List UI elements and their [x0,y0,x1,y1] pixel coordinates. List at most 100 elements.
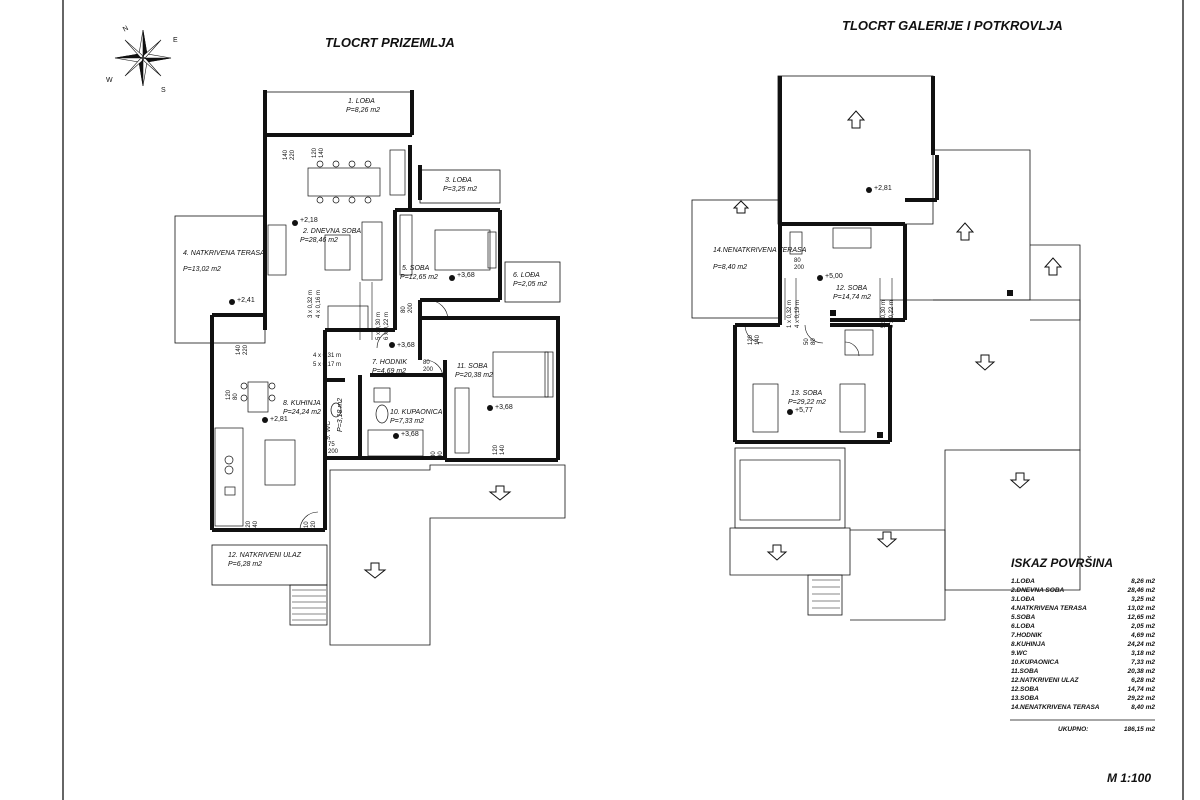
level-marker-icon [389,342,395,348]
room-area: P=29,22 m2 [788,399,826,406]
ground-floor-stair-notes: 3 x 0,32 m 4 x 0,16 m 5 x 0,30 m 6 x 0,2… [308,290,390,368]
room-label: 4. NATKRIVENA TERASA [183,250,265,257]
upper-floor-plan [691,75,1081,621]
legend-item-area: 8,40 m2 [1131,704,1155,711]
dimension-note: 140 [253,520,259,531]
ground-floor-plan [174,90,566,646]
room-area: P=20,38 m2 [455,372,493,379]
level-marker-icon [393,433,399,439]
level-marker-icon [292,220,298,226]
dimension-note: 200 [423,367,434,373]
legend-item-name: 12.NATKRIVENI ULAZ [1011,677,1079,684]
level-marker-icon [449,275,455,281]
upper-floor-walls [733,76,939,444]
ground-floor-dimensions: 140 220 120 140 140 220 80 200 80 200 75… [226,147,506,531]
dimension-note: 80 [233,393,239,400]
room-area: P=7,33 m2 [390,418,424,425]
dimension-note: 120 [226,389,232,400]
compass-rose-icon: N E S W [106,25,178,94]
room-area: P=24,24 m2 [283,409,321,416]
dimension-note: 80 [423,360,430,366]
ground-floor-room-labels: 1. LOĐA P=8,26 m2 2. DNEVNA SOBA P=28,46… [183,98,547,568]
ground-floor-furniture [214,149,554,527]
upper-floor-stair-notes: 1 x 0,32 m 4 x 0,19 m 5 x 0,30 m 6 x 0,2… [787,300,895,328]
upper-floor-stairs [784,278,893,609]
room-label: 12. NATKRIVENI ULAZ [228,552,302,559]
upper-floor-outline [691,75,1081,621]
legend-item-name: 13.SOBA [1011,695,1039,702]
room-label: 8. KUHINJA [283,400,321,407]
room-area: P=2,05 m2 [513,281,547,288]
legend-item-name: 14.NENATKRIVENA TERASA [1011,704,1100,711]
room-label: 5. SOBA [402,265,430,272]
room-label: 10. KUPAONICA [390,409,443,416]
room-area: P=28,46 m2 [300,237,338,244]
dimension-note: 80 [401,306,407,313]
legend-item-area: 20,38 m2 [1127,668,1156,675]
dimension-note: 80 [431,451,437,458]
room-area: P=8,40 m2 [713,264,747,271]
room-label: 7. HODNIK [372,359,407,366]
legend-item-area: 6,28 m2 [1131,677,1155,684]
legend-item-area: 2,05 m2 [1130,623,1155,630]
level-marker-icon [866,187,872,193]
level-marker-icon [487,405,493,411]
upper-floor-corner-marks [830,290,1013,438]
legend-item-name: 10.KUPAONICA [1011,659,1059,666]
dimension-note: 110 [304,521,310,531]
room-area: P=13,02 m2 [183,266,221,273]
dimension-note: 200 [328,449,339,455]
dimension-note: 80 [811,338,817,345]
upper-floor-title: TLOCRT GALERIJE I POTKROVLJA [842,18,1063,33]
stair-note: 6 x 0,22 m [384,312,390,340]
legend-item-name: 12.SOBA [1011,686,1039,693]
ground-floor-stairs [292,282,373,621]
stair-note: 3 x 0,32 m [308,290,314,318]
legend-item-name: 1.LOĐA [1011,578,1035,585]
legend-item-name: 2.DNEVNA SOBA [1010,587,1065,594]
compass-s-label: S [161,87,166,94]
legend-item-name: 3.LOĐA [1011,596,1035,603]
level-marker-icon [262,417,268,423]
upper-floor-room-labels: 14.NENATKRIVENA TERASA P=8,40 m2 12. SOB… [713,247,871,406]
dimension-note: 90 [438,451,444,458]
level-value: +2,18 [300,217,318,224]
legend-item-name: 4.NATKRIVENA TERASA [1010,605,1087,612]
level-marker-icon [787,409,793,415]
legend-total-value: 186,15 m2 [1124,726,1155,733]
upper-floor-doors [744,324,860,357]
dimension-note: 200 [408,302,414,313]
room-area: P=6,28 m2 [228,561,262,568]
room-area: P=12,65 m2 [400,274,438,281]
dimension-note: 120 [493,444,499,455]
legend-item-area: 4,69 m2 [1130,632,1155,639]
room-area: P=14,74 m2 [833,294,871,301]
level-marker-icon [229,299,235,305]
ground-floor-terraces [174,91,566,646]
stair-note: 4 x 0,16 m [316,290,322,318]
room-label: 2. DNEVNA SOBA [302,228,361,235]
dimension-note: 120 [748,334,754,345]
upper-floor-levels: +2,81 +5,00 +5,77 [787,185,892,415]
legend-item-area: 29,22 m2 [1127,695,1156,702]
legend-item-area: 3,18 m2 [1131,650,1155,657]
level-value: +5,00 [825,273,843,280]
dimension-note: 120 [246,520,252,531]
legend-item-name: 6.LOĐA [1011,623,1035,630]
legend-total-label: UKUPNO: [1058,726,1088,733]
level-value: +2,41 [237,297,255,304]
level-value: +3,68 [397,342,415,349]
dimension-note: 120 [312,147,318,158]
room-label: 12. SOBA [836,285,867,292]
dimension-note: 140 [319,147,325,158]
legend-item-area: 28,46 m2 [1127,587,1156,594]
dimension-note: 75 [328,442,335,448]
dimension-note: 140 [755,334,761,345]
room-label: 14.NENATKRIVENA TERASA [713,247,807,254]
room-label: 1. LOĐA [348,98,375,105]
room-area: P=8,26 m2 [346,107,380,114]
legend-item-name: 11.SOBA [1011,668,1039,675]
stair-note: 5 x 0,17 m [313,362,341,368]
level-marker-icon [817,275,823,281]
